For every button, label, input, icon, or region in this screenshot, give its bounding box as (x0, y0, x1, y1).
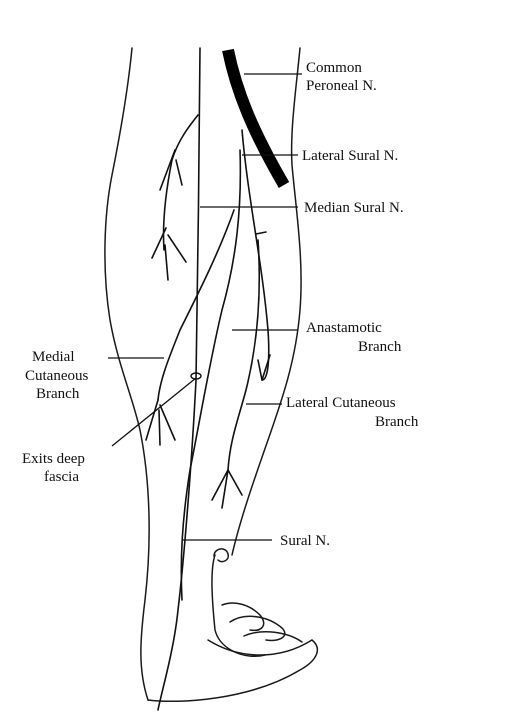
tick-mark (256, 232, 266, 234)
nerve-paths (146, 48, 270, 710)
leg-outline (105, 48, 317, 701)
lateral-cutaneous-label-line-1: Lateral Cutaneous (286, 395, 396, 411)
medial-cutaneous-label-line-3: Branch (36, 386, 80, 402)
medial-cutaneous-label-line-1: Medial (32, 349, 75, 365)
common-peroneal-label-line-1: Common (306, 60, 362, 76)
upper-left-twig-4 (168, 235, 186, 262)
ankle-loop (214, 549, 228, 562)
leg-outline-right (232, 48, 301, 555)
lateral-cutaneous-label-line-2: Branch (375, 414, 419, 430)
leader-exits-deep-fascia (112, 378, 196, 446)
median-sural-label: Median Sural N. (304, 200, 404, 216)
anastamotic-label-line-2: Branch (358, 339, 402, 355)
exits-deep-fascia-label-line-2: fascia (44, 469, 79, 485)
medial-cutaneous-label: Medial Cutaneous Branch (25, 349, 92, 402)
leader-lines (108, 74, 302, 540)
lateral-cutaneous-label: Lateral Cutaneous Branch (286, 395, 419, 430)
upper-left-twig-2 (176, 160, 182, 185)
upper-left-twig-5 (165, 245, 168, 280)
toe-curl-2 (230, 616, 285, 640)
lateral-tip-twig-1 (258, 360, 262, 380)
leg-outline-left (105, 48, 149, 700)
lateral-cutaneous-branch (228, 240, 259, 470)
lower-right-twig-2 (228, 470, 242, 495)
lower-left-twig-2 (160, 405, 175, 440)
lower-left-twig-1 (146, 400, 158, 440)
common-peroneal-nerve (228, 50, 284, 185)
anastamotic-label: Anastamotic Branch (306, 320, 402, 355)
common-peroneal-label-line-2: Peroneal N. (306, 78, 377, 94)
lower-left-twig-3 (159, 410, 160, 445)
medial-cutaneous-label-line-2: Cutaneous (25, 368, 88, 384)
ankle-bone (212, 555, 265, 656)
foot-sole (208, 640, 312, 655)
sural-label: Sural N. (280, 533, 330, 549)
lateral-sural-label: Lateral Sural N. (302, 148, 398, 164)
anastamotic-label-line-1: Anastamotic (306, 320, 382, 336)
exits-deep-fascia-label: Exits deep fascia (22, 451, 89, 485)
common-peroneal-label: Common Peroneal N. (306, 60, 377, 94)
exits-deep-fascia-label-line-1: Exits deep (22, 451, 85, 467)
